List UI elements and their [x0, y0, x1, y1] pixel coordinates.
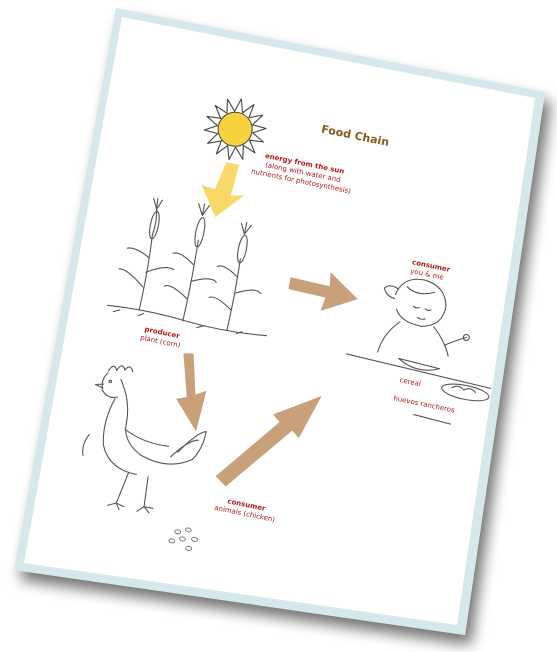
paper-sheet [14, 8, 545, 635]
